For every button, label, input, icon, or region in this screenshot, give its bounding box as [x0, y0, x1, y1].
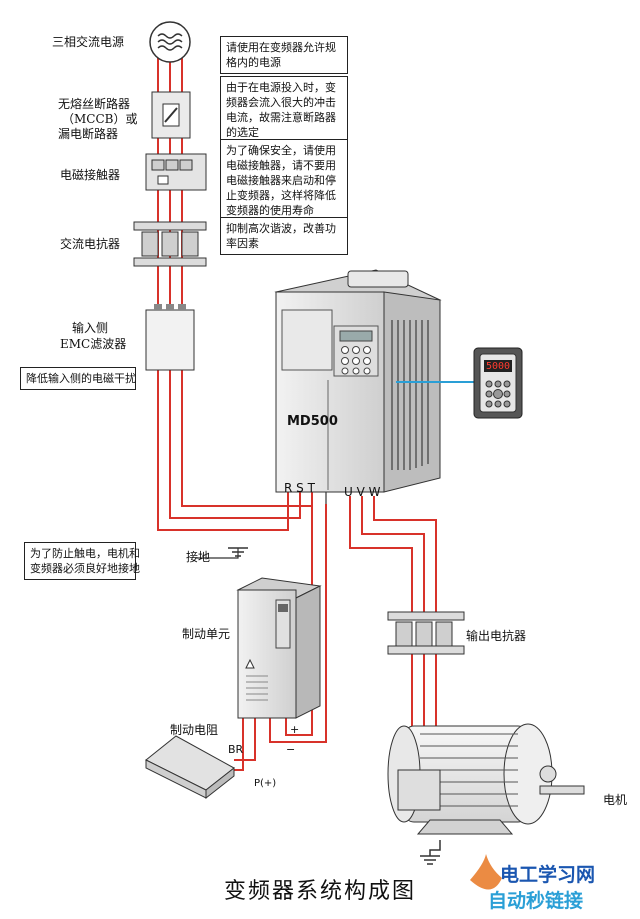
ground-wire — [196, 492, 327, 559]
note-contactor-safety: 为了确保安全，请使用 电磁接触器，请不要用 电磁接触器来启动和停 止变频器，这样… — [220, 139, 348, 222]
ground-icon — [228, 547, 248, 557]
emc-filter-icon — [145, 304, 195, 371]
brake-unit-label: 制动单元 — [182, 627, 231, 641]
contactor-icon — [145, 153, 207, 191]
ground-label: 接地 — [186, 550, 211, 564]
minus-terminal-label: − — [286, 743, 296, 756]
contactor-label: 电磁接触器 — [60, 168, 121, 182]
brake-resistor-icon — [145, 735, 235, 800]
watermark-line1: 电工学习网 — [500, 864, 596, 886]
breaker-icon — [151, 91, 191, 139]
power-label: 三相交流电源 — [52, 35, 125, 49]
uvw-terminal-label: U V W — [344, 485, 381, 499]
plus-terminal-label: + — [290, 723, 300, 736]
watermark-line2: 自动秒链接 — [488, 890, 584, 912]
note-breaker-selection: 由于在电源投入时，变 频器会流入很大的冲击 电流，故需注意断路器 的选定 — [220, 76, 348, 144]
note-emi: 降低输入侧的电磁干扰 — [20, 367, 136, 390]
ac-reactor-icon — [133, 221, 207, 267]
output-reactor-label: 输出电抗器 — [466, 629, 527, 643]
br-terminal-label: BR — [228, 743, 244, 756]
diagram-title: 变频器系统构成图 — [223, 879, 416, 904]
ac-power-source-icon — [149, 21, 191, 63]
external-keypad — [473, 347, 523, 419]
keypad-display: 5000 — [486, 361, 511, 372]
inverter-model-label: MD500 — [287, 414, 338, 429]
note-power-spec: 请使用在变频器允许规 格内的电源 — [220, 36, 348, 74]
motor-ground-icon — [420, 840, 441, 865]
emc-label-1: 输入侧 — [72, 321, 109, 335]
breaker-label-2: （MCCB）或 — [62, 112, 138, 126]
note-grounding: 为了防止触电，电机和 变频器必须良好地接地 — [24, 542, 140, 580]
p-plus-terminal-label: P(+) — [254, 778, 277, 789]
rst-terminal-label: R S T — [284, 481, 315, 495]
ac-reactor-label: 交流电抗器 — [60, 237, 121, 251]
note-harmonics: 抑制高次谐波，改善功 率因素 — [220, 217, 348, 255]
breaker-label-3: 漏电断路器 — [58, 127, 119, 141]
inverter-md500 — [274, 269, 442, 493]
watermark-logo-icon — [470, 854, 502, 890]
brake-unit-icon — [236, 577, 322, 719]
brake-resistor-label: 制动电阻 — [170, 723, 219, 737]
breaker-label-1: 无熔丝断路器 — [58, 97, 131, 111]
motor-label: 电机 — [603, 793, 628, 807]
output-reactor-icon — [387, 611, 465, 655]
emc-label-2: EMC滤波器 — [60, 337, 127, 351]
motor-icon — [387, 723, 585, 835]
